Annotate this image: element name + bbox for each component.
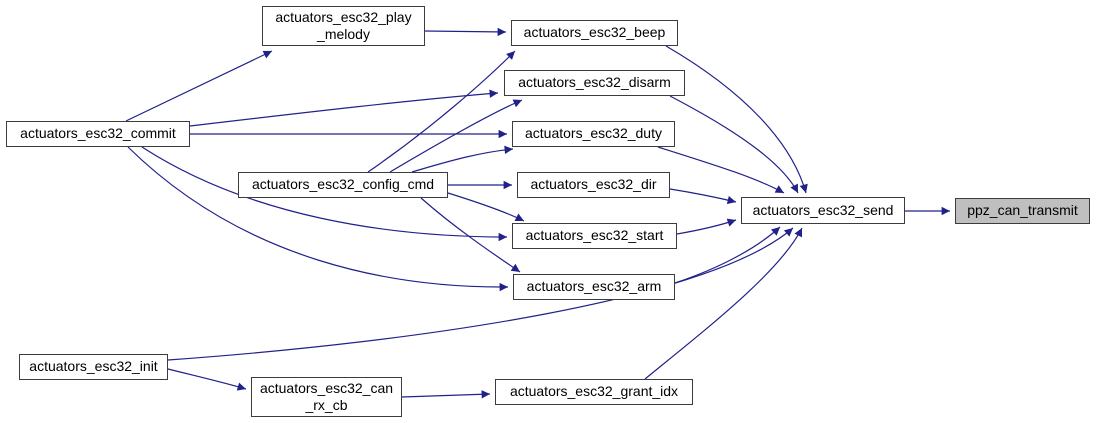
edge-config_cmd-to-start — [447, 192, 525, 222]
edge-init-to-can_rx_cb — [167, 368, 247, 391]
node-actuators-esc32-init[interactable]: actuators_esc32_init — [19, 354, 168, 380]
edge-duty-to-send — [657, 146, 785, 194]
node-actuators-esc32-config-cmd[interactable]: actuators_esc32_config_cmd — [238, 172, 448, 198]
node-actuators-esc32-commit[interactable]: actuators_esc32_commit — [6, 121, 190, 147]
edge-commit-to-play_melody — [125, 50, 273, 122]
edge-start-to-send — [676, 218, 737, 235]
node-actuators-esc32-start[interactable]: actuators_esc32_start — [512, 223, 677, 249]
edge-dir-to-send — [669, 188, 737, 205]
edge-arm-to-send — [674, 226, 781, 284]
edge-commit-to-disarm — [189, 89, 499, 127]
node-ppz-can-transmit: ppz_can_transmit — [955, 198, 1090, 224]
node-actuators-esc32-dir[interactable]: actuators_esc32_dir — [517, 172, 670, 198]
node-actuators-esc32-play-melody[interactable]: actuators_esc32_play _melody — [262, 6, 425, 46]
node-actuators-esc32-beep[interactable]: actuators_esc32_beep — [511, 20, 678, 46]
node-actuators-esc32-grant-idx[interactable]: actuators_esc32_grant_idx — [495, 379, 693, 405]
edge-config_cmd-to-disarm — [389, 99, 523, 173]
edge-play_melody-to-beep — [424, 27, 507, 37]
edge-can_rx_cb-to-grant_idx — [401, 390, 491, 399]
node-actuators-esc32-disarm[interactable]: actuators_esc32_disarm — [504, 70, 685, 96]
edge-commit-to-arm — [127, 146, 509, 292]
edge-beep-to-send — [665, 45, 808, 194]
edge-disarm-to-send — [669, 95, 799, 194]
node-actuators-esc32-duty[interactable]: actuators_esc32_duty — [512, 121, 675, 147]
edge-commit-to-start — [141, 146, 508, 242]
edge-config_cmd-to-beep — [367, 50, 516, 173]
edge-config_cmd-to-duty — [411, 145, 514, 173]
edge-grant_idx-to-send — [644, 227, 803, 380]
edge-config_cmd-to-arm — [420, 197, 521, 273]
edge-init-to-send — [167, 227, 794, 361]
node-actuators-esc32-arm[interactable]: actuators_esc32_arm — [513, 274, 675, 300]
node-actuators-esc32-can-rx-cb[interactable]: actuators_esc32_can _rx_cb — [251, 377, 402, 417]
node-actuators-esc32-send[interactable]: actuators_esc32_send — [741, 197, 905, 224]
